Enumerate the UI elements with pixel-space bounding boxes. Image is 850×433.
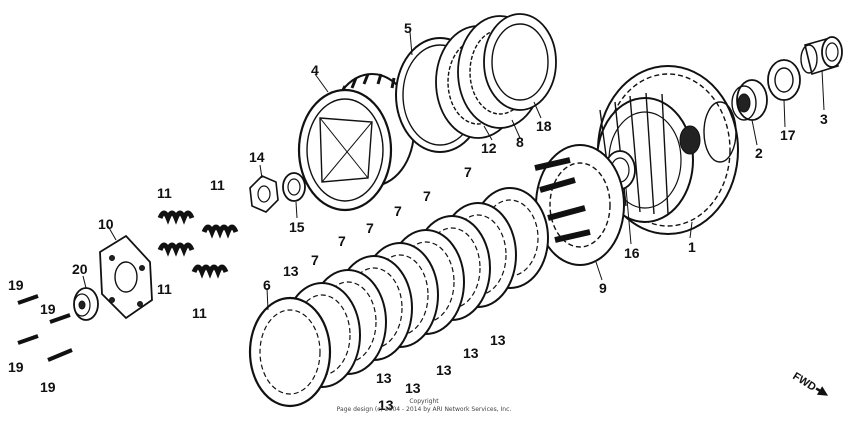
label-11: 11	[210, 177, 225, 193]
label-5: 5	[404, 20, 412, 36]
thrust-washer	[767, 59, 801, 101]
label-7: 7	[464, 164, 472, 180]
label-13: 13	[463, 345, 479, 361]
label-7: 7	[338, 233, 346, 249]
small-ring-15	[282, 172, 306, 202]
label-7: 7	[394, 203, 402, 219]
copyright-line-2: Page design (c) 2004 - 2014 by ARI Netwo…	[337, 406, 512, 413]
label-10: 10	[98, 216, 114, 232]
label-7: 7	[311, 252, 319, 268]
leader-lines	[82, 31, 825, 311]
label-7: 7	[423, 188, 431, 204]
lifter-bearing	[73, 287, 99, 321]
copyright-line-1: Copyright	[409, 398, 439, 405]
label-20: 20	[72, 261, 88, 277]
label-13: 13	[376, 370, 392, 386]
label-18: 18	[536, 118, 552, 134]
label-13: 13	[490, 332, 506, 348]
label-19: 19	[40, 301, 56, 317]
label-3: 3	[820, 111, 828, 127]
label-2: 2	[755, 145, 763, 161]
forward-direction-indicator: FWD	[790, 370, 829, 396]
label-11: 11	[157, 281, 172, 297]
label-13: 13	[405, 380, 421, 396]
label-9: 9	[599, 280, 607, 296]
label-14: 14	[249, 149, 265, 165]
clutch-plates-lower	[248, 187, 549, 408]
clutch-center-plate	[534, 144, 625, 266]
label-1: 1	[688, 239, 696, 255]
bolts	[17, 294, 73, 362]
fwd-arrow-icon	[816, 386, 829, 396]
label-11: 11	[157, 185, 172, 201]
label-11: 11	[192, 305, 207, 321]
needle-bearing	[731, 79, 768, 121]
bushing-collar	[800, 36, 843, 76]
label-19: 19	[40, 379, 56, 395]
callout-labels: 1 2 3 4 5 6 7 7 7 7 7 7 8 9 10 11 11 11 …	[8, 20, 828, 413]
label-4: 4	[311, 62, 319, 78]
label-16: 16	[624, 245, 640, 261]
label-12: 12	[481, 140, 497, 156]
clutch-springs	[157, 210, 239, 279]
fwd-label: FWD	[790, 370, 818, 393]
label-7: 7	[366, 220, 374, 236]
label-8: 8	[516, 134, 524, 150]
label-15: 15	[289, 219, 305, 235]
label-13: 13	[436, 362, 452, 378]
label-13: 13	[378, 397, 394, 413]
lifter-plate	[99, 234, 153, 320]
copyright-notice: Copyright Page design (c) 2004 - 2014 by…	[337, 398, 512, 413]
label-6: 6	[263, 277, 271, 293]
plates-stack-upper	[435, 13, 557, 139]
clutch-center-drum	[297, 73, 420, 212]
label-13: 13	[283, 263, 299, 279]
label-17: 17	[780, 127, 796, 143]
label-19: 19	[8, 277, 24, 293]
lock-plate	[249, 175, 279, 213]
label-19: 19	[8, 359, 24, 375]
